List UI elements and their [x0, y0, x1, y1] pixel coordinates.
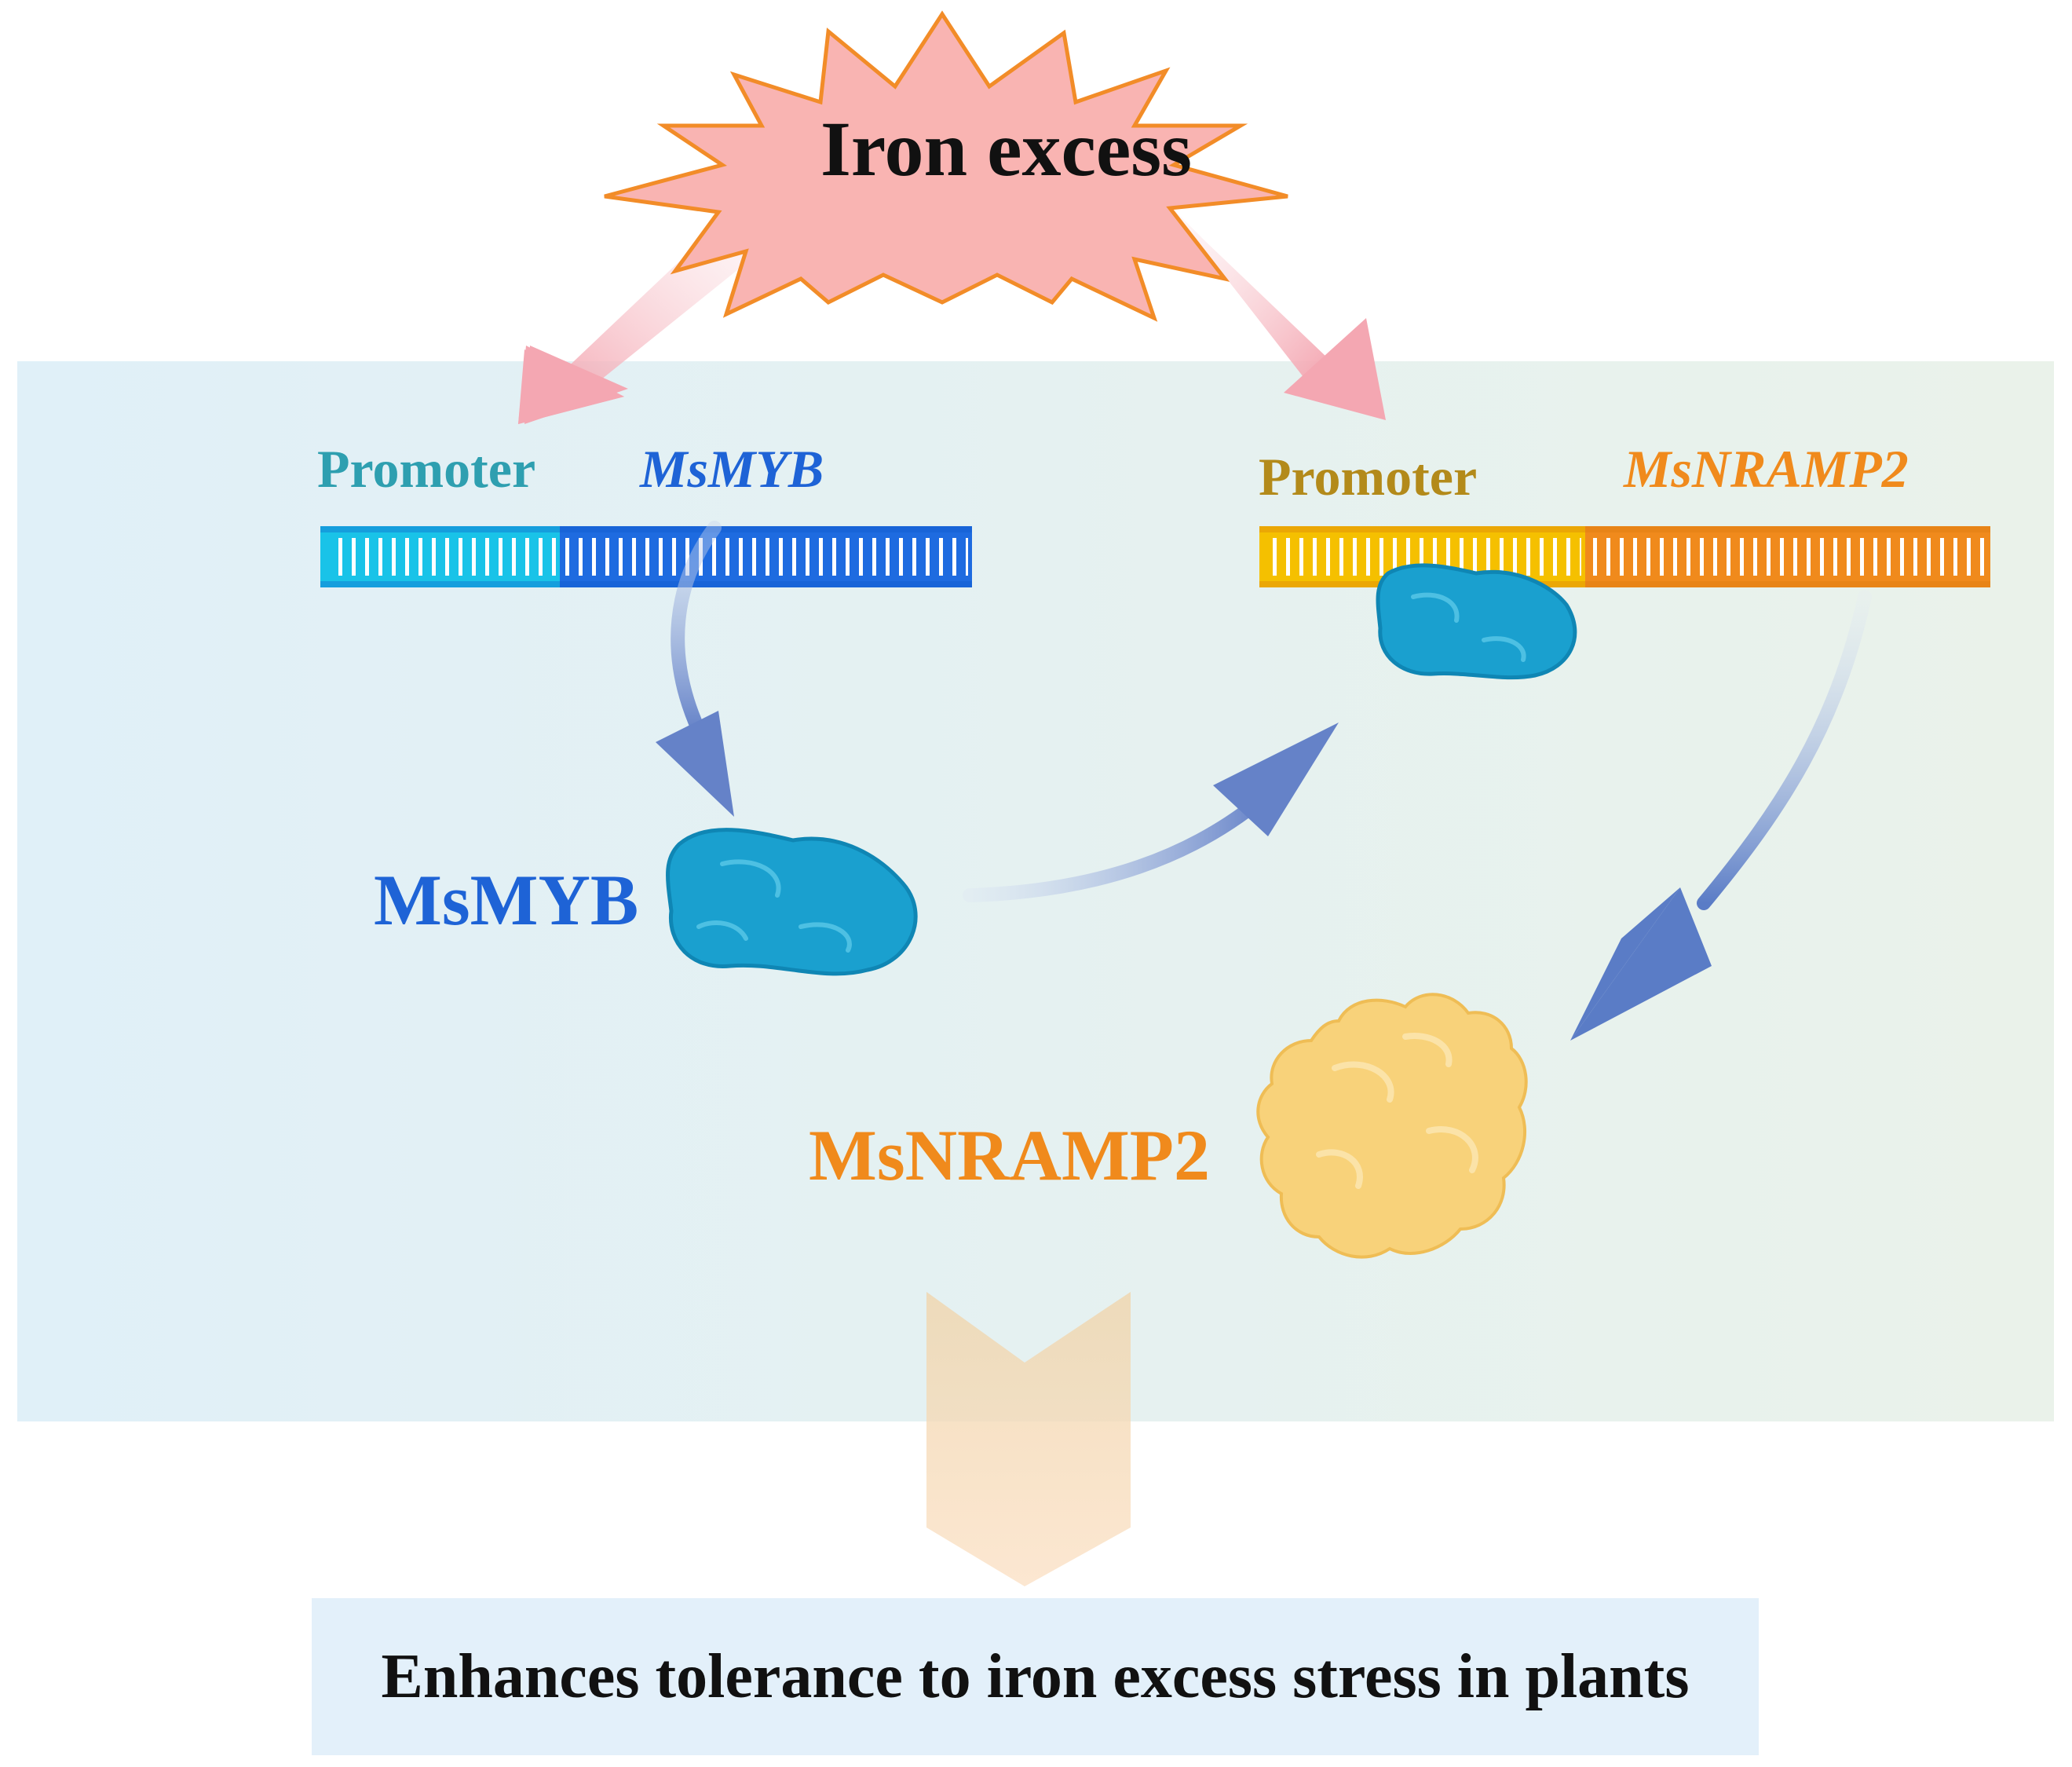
protein-label-msnramp2: MsNRAMP2	[809, 1115, 1210, 1195]
iron-excess-title: Iron excess	[820, 105, 1193, 192]
outcome-box	[312, 1598, 1759, 1755]
protein-msnramp2	[1256, 993, 1528, 1259]
arrow-translation-myb	[656, 521, 734, 817]
gene-label-msnramp2: MsNRAMP2	[1624, 439, 1909, 499]
arrow-expression-nramp2	[1570, 590, 1872, 1041]
iron-excess-starburst	[604, 10, 1288, 322]
outcome-chevron	[926, 1292, 1131, 1586]
stress-arrow-right	[1170, 206, 1386, 420]
protein-label-msmyb: MsMYB	[374, 860, 639, 940]
promoter-label-msnramp2: Promoter	[1259, 447, 1478, 507]
dna-strand-msnramp2	[1259, 526, 1990, 587]
dna-strand-msmyb	[320, 526, 972, 587]
arrow-binding	[963, 723, 1339, 902]
outcome-text: Enhances tolerance to iron excess stress…	[381, 1642, 1690, 1711]
promoter-label-msmyb: Promoter	[317, 439, 536, 499]
protein-msmyb-bound	[1376, 563, 1577, 680]
protein-msmyb	[666, 828, 918, 976]
gene-label-msmyb: MsMYB	[640, 439, 824, 499]
